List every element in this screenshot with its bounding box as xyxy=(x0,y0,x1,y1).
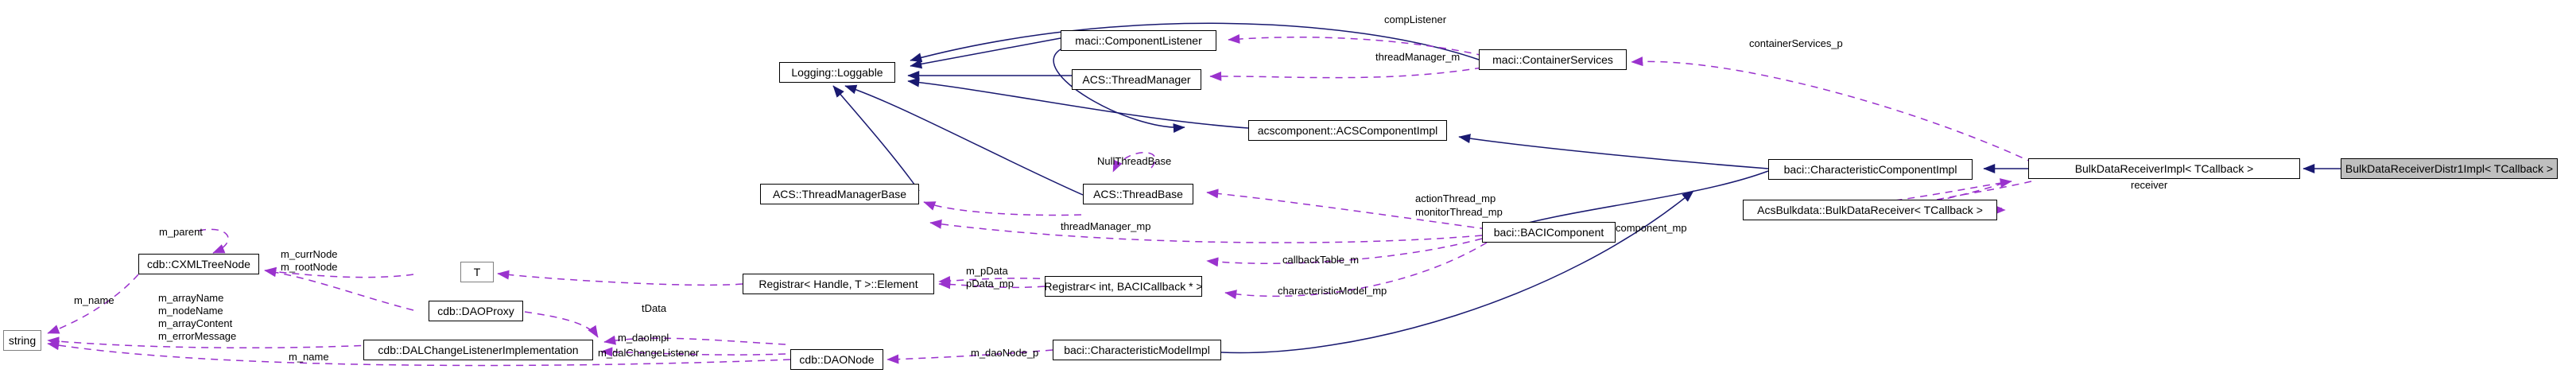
class-node-charmodelimpl[interactable]: baci::CharacteristicModelImpl xyxy=(1053,340,1221,360)
usage-edges xyxy=(47,33,2035,367)
edge-label-pdata_mp-lbl: pData_mp xyxy=(966,278,1014,290)
class-node-dalchangelistener[interactable]: cdb::DALChangeListenerImplementation xyxy=(363,340,593,360)
edge-label-m_name-lbl-1: m_name xyxy=(74,294,114,306)
edge-label-m_daonode_p-lbl: m_daoNode_p xyxy=(971,347,1039,359)
class-node-bulkdatareceiver[interactable]: AcsBulkdata::BulkDataReceiver< TCallback… xyxy=(1743,200,1997,220)
class-node-daonode[interactable]: cdb::DAONode xyxy=(790,349,883,370)
inheritance-edges xyxy=(832,22,2341,354)
class-node-string[interactable]: string xyxy=(3,330,41,351)
edge-label-complistener-lbl: compListener xyxy=(1384,14,1447,25)
edge-label-m_nodename-lbl: m_nodeName xyxy=(158,305,223,317)
class-node-brimpl[interactable]: BulkDataReceiverImpl< TCallback > xyxy=(2028,158,2300,179)
edge-label-m_dalchange-lbl: m_dalChangeListener xyxy=(598,347,700,359)
edge-label-m_arraycontent-lbl: m_arrayContent xyxy=(158,317,233,329)
edge-label-monitorthread-lbl: monitorThread_mp xyxy=(1415,206,1503,218)
class-node-registrar_elem[interactable]: Registrar< Handle, T >::Element xyxy=(743,274,934,294)
class-node-threadbase[interactable]: ACS::ThreadBase xyxy=(1083,184,1193,204)
class-node-containerservices[interactable]: maci::ContainerServices xyxy=(1479,49,1627,70)
class-node-cxmltreenode[interactable]: cdb::CXMLTreeNode xyxy=(138,254,259,274)
edge-label-receiver-lbl: receiver xyxy=(2131,179,2168,191)
class-node-charcompimpl[interactable]: baci::CharacteristicComponentImpl xyxy=(1768,159,1973,180)
edge-label-threadmanager_m-lbl: threadManager_m xyxy=(1375,51,1461,63)
class-node-bacicomponent[interactable]: baci::BACIComponent xyxy=(1482,222,1616,243)
edge-label-nullthreadbase-lbl: NullThreadBase xyxy=(1097,155,1172,167)
class-node-threadmanager[interactable]: ACS::ThreadManager xyxy=(1072,69,1201,90)
class-node-registrar_cb[interactable]: Registrar< int, BACICallback * > xyxy=(1044,276,1203,297)
edge-label-m_parent-lbl: m_parent xyxy=(159,226,203,238)
edge-label-m_rootnode-lbl: m_rootNode xyxy=(281,261,338,273)
edge-label-m_arrayname-lbl: m_arrayName xyxy=(158,292,224,304)
edge-label-tdata-lbl: tData xyxy=(642,302,667,314)
class-node-typeT[interactable]: T xyxy=(460,262,494,282)
edge-label-callbacktable-lbl: callbackTable_m xyxy=(1282,254,1360,266)
edge-label-m_errormessage-lbl: m_errorMessage xyxy=(158,330,237,342)
class-node-brdistr1impl[interactable]: BulkDataReceiverDistr1Impl< TCallback > xyxy=(2341,158,2558,179)
class-node-acscomponentimpl[interactable]: acscomponent::ACSComponentImpl xyxy=(1248,120,1447,141)
edge-label-actionthread-lbl: actionThread_mp xyxy=(1415,192,1496,204)
class-node-loggable[interactable]: Logging::Loggable xyxy=(779,62,895,83)
edge-label-component_mp-lbl: component_mp xyxy=(1616,222,1687,234)
edge-label-containerservices-lbl: containerServices_p xyxy=(1749,37,1843,49)
edge-label-m_pdata-lbl: m_pData xyxy=(966,265,1008,277)
edge-label-m_name-lbl-2: m_name xyxy=(289,351,329,363)
edge-label-threadmanager_mp-lbl: threadManager_mp xyxy=(1061,220,1151,232)
edge-label-m_currnode-lbl: m_currNode xyxy=(281,248,338,260)
class-node-complistener[interactable]: maci::ComponentListener xyxy=(1061,30,1216,51)
class-node-daoproxy[interactable]: cdb::DAOProxy xyxy=(429,301,523,321)
edge-label-charmodel_mp-lbl: characteristicModel_mp xyxy=(1278,285,1387,297)
edge-label-m_daoimpl-lbl: m_daoImpl xyxy=(618,332,669,344)
class-node-threadmanagerbase[interactable]: ACS::ThreadManagerBase xyxy=(760,184,919,204)
